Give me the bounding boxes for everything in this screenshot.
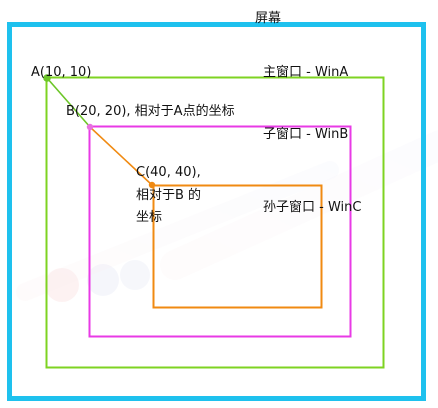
connector-b-to-c: [89, 126, 153, 186]
point-c-label-line2: 相对于B 的: [136, 188, 202, 203]
win-c-label: 孙子窗口 - WinC: [263, 200, 362, 215]
screen-label: 屏幕: [255, 11, 282, 26]
point-b-marker: [86, 123, 94, 131]
win-c-frame: [152, 184, 323, 309]
point-c-marker: [148, 181, 156, 189]
point-a-marker: [43, 74, 51, 82]
win-a-label: 主窗口 - WinA: [263, 65, 349, 80]
watermark: [16, 130, 438, 302]
win-b-label: 子窗口 - WinB: [263, 127, 349, 142]
point-c-label-line1: C(40, 40),: [136, 165, 201, 180]
point-a-label: A(10, 10): [31, 65, 92, 80]
point-b-label: B(20, 20), 相对于A点的坐标: [66, 104, 235, 119]
win-b-frame: [88, 125, 352, 338]
point-c-label-line3: 坐标: [136, 210, 163, 225]
connector-a-to-b: [46, 77, 91, 128]
win-a-frame: [45, 76, 385, 369]
screen-frame: [7, 22, 426, 401]
